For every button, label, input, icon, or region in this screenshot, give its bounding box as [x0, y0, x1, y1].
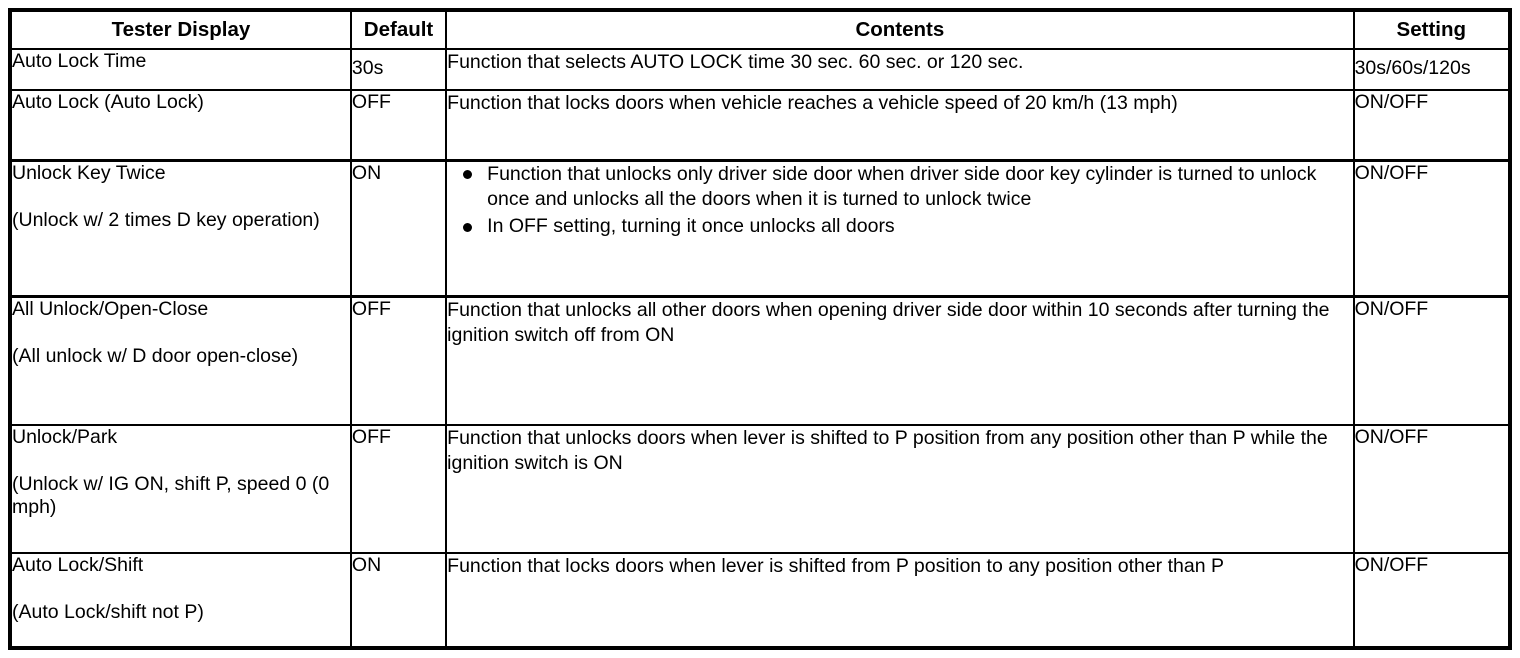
table-row: Unlock/Park (Unlock w/ IG ON, shift P, s… — [9, 424, 1512, 554]
cell-setting-options: ON/OFF — [1352, 424, 1512, 554]
contents-text: Function that unlocks doors when lever i… — [447, 427, 1328, 475]
contents-text: In OFF setting, turning it once unlocks … — [487, 215, 895, 238]
column-header-setting: Setting — [1352, 9, 1512, 50]
table-row: Unlock Key Twice (Unlock w/ 2 times D ke… — [9, 159, 1512, 298]
contents-text: Function that locks doors when lever is … — [447, 555, 1224, 577]
cell-tester-display: Auto Lock/Shift (Auto Lock/shift not P) — [9, 552, 352, 649]
cell-contents: Function that locks doors when vehicle r… — [445, 89, 1355, 162]
cell-tester-display: Unlock/Park (Unlock w/ IG ON, shift P, s… — [9, 424, 352, 554]
contents-text: Function that selects AUTO LOCK time 30 … — [447, 51, 1024, 73]
cell-default-value: 30s — [349, 48, 448, 91]
setting-name: Auto Lock/Shift — [12, 554, 144, 576]
list-item: Function that unlocks only driver side d… — [447, 162, 1352, 213]
contents-text: Function that unlocks only driver side d… — [487, 162, 1317, 210]
setting-name-alias: (Unlock w/ 2 times D key operation) — [12, 208, 320, 231]
setting-name: Unlock/Park — [12, 426, 118, 448]
table-row: Auto Lock (Auto Lock) OFF Function that … — [9, 89, 1512, 162]
column-header-default: Default — [349, 9, 448, 50]
contents-bullet-list: Function that unlocks only driver side d… — [447, 162, 1352, 240]
cell-default-value: ON — [349, 552, 448, 649]
cell-contents: Function that selects AUTO LOCK time 30 … — [445, 48, 1355, 91]
cell-setting-options: ON/OFF — [1352, 552, 1512, 649]
cell-tester-display: Auto Lock (Auto Lock) — [9, 89, 352, 162]
cell-tester-display: All Unlock/Open-Close (All unlock w/ D d… — [9, 295, 352, 426]
table-header: Tester Display Default Contents Setting — [9, 9, 1512, 50]
list-item: In OFF setting, turning it once unlocks … — [447, 214, 1352, 239]
cell-default-value: OFF — [349, 89, 448, 162]
contents-text: Function that locks doors when vehicle r… — [447, 92, 1178, 114]
setting-name-alias: (All unlock w/ D door open-close) — [12, 344, 299, 367]
setting-name: Unlock Key Twice — [12, 161, 166, 184]
cell-default-value: OFF — [349, 295, 448, 426]
vehicle-settings-table: Tester Display Default Contents Setting … — [8, 8, 1512, 650]
setting-name: Auto Lock Time — [12, 50, 147, 72]
cell-setting-options: ON/OFF — [1352, 159, 1512, 298]
setting-name: All Unlock/Open-Close — [12, 297, 209, 320]
bullet-dot-icon — [463, 170, 473, 180]
cell-setting-options: ON/OFF — [1352, 295, 1512, 426]
cell-contents: Function that unlocks only driver side d… — [445, 159, 1355, 298]
column-header-tester-display: Tester Display — [9, 9, 352, 50]
table-body: Auto Lock Time 30s Function that selects… — [9, 48, 1512, 649]
cell-contents: Function that unlocks all other doors wh… — [445, 295, 1355, 426]
cell-contents: Function that unlocks doors when lever i… — [445, 424, 1355, 554]
setting-name: Auto Lock (Auto Lock) — [12, 91, 204, 113]
table-header-row: Tester Display Default Contents Setting — [9, 9, 1512, 50]
bullet-dot-icon — [463, 223, 473, 233]
cell-setting-options: 30s/60s/120s — [1352, 48, 1512, 91]
cell-default-value: ON — [349, 159, 448, 298]
table-row: All Unlock/Open-Close (All unlock w/ D d… — [9, 295, 1512, 426]
table-row: Auto Lock Time 30s Function that selects… — [9, 48, 1512, 91]
cell-setting-options: ON/OFF — [1352, 89, 1512, 162]
column-header-contents: Contents — [445, 9, 1355, 50]
cell-contents: Function that locks doors when lever is … — [445, 552, 1355, 649]
setting-name-alias: (Auto Lock/shift not P) — [12, 601, 204, 623]
contents-text: Function that unlocks all other doors wh… — [447, 298, 1330, 346]
cell-tester-display: Auto Lock Time — [9, 48, 352, 91]
setting-name-alias: (Unlock w/ IG ON, shift P, speed 0 (0 mp… — [12, 473, 330, 518]
cell-default-value: OFF — [349, 424, 448, 554]
cell-tester-display: Unlock Key Twice (Unlock w/ 2 times D ke… — [9, 159, 352, 298]
table-row: Auto Lock/Shift (Auto Lock/shift not P) … — [9, 552, 1512, 649]
